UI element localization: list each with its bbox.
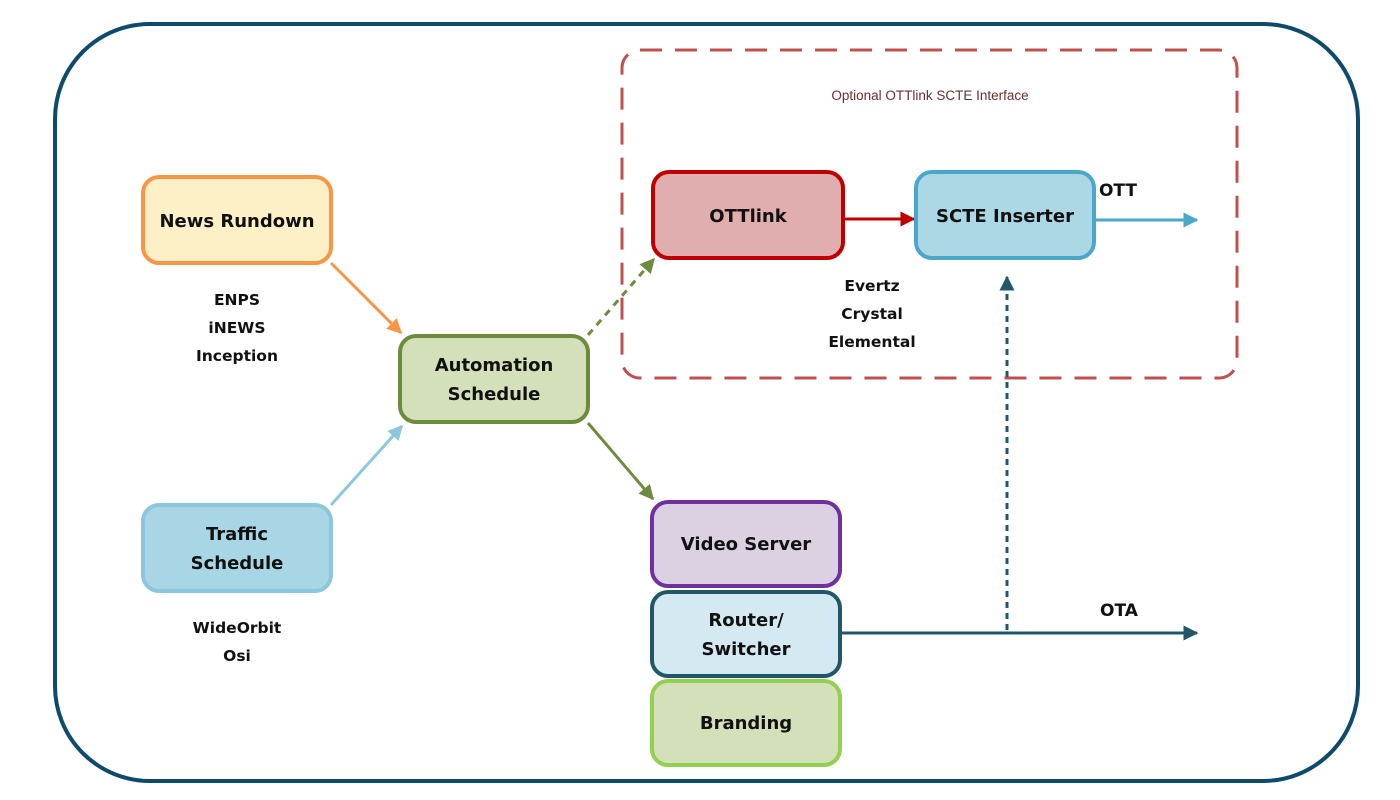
edge-automation-to-videoserver xyxy=(586,422,655,501)
caption-ottlink-vendors: Evertz Crystal Elemental xyxy=(828,277,915,351)
node-ottlink-label: OTTlink xyxy=(709,206,787,227)
caption-inews: iNEWS xyxy=(208,319,265,337)
node-router-switcher-label-1: Router/ xyxy=(708,610,784,631)
caption-inception: Inception xyxy=(196,347,278,365)
output-label-ota: OTA xyxy=(1100,601,1139,621)
optional-group-title: Optional OTTlink SCTE Interface xyxy=(831,88,1028,103)
node-news-rundown-label: News Rundown xyxy=(159,211,314,232)
node-branding-label: Branding xyxy=(700,713,792,734)
node-scte-inserter-label: SCTE Inserter xyxy=(936,206,1074,227)
node-traffic-schedule-label-2: Schedule xyxy=(191,553,284,574)
caption-wideorbit: WideOrbit xyxy=(193,619,282,637)
caption-enps: ENPS xyxy=(214,291,260,309)
node-router-switcher-label-2: Switcher xyxy=(702,639,791,660)
caption-evertz: Evertz xyxy=(844,277,899,295)
node-ottlink: OTTlink xyxy=(651,170,845,260)
node-news-rundown: News Rundown xyxy=(141,175,333,265)
node-automation-schedule-label-1: Automation xyxy=(435,355,554,376)
node-scte-inserter: SCTE Inserter xyxy=(914,170,1096,260)
output-label-ott: OTT xyxy=(1099,181,1137,201)
caption-crystal: Crystal xyxy=(841,305,903,323)
edge-traffic-to-automation xyxy=(329,424,404,507)
node-video-server-label: Video Server xyxy=(681,534,812,555)
optional-ottlink-group xyxy=(620,48,1239,380)
node-automation-schedule: Automation Schedule xyxy=(398,334,590,424)
node-router-switcher: Router/ Switcher xyxy=(650,590,842,678)
node-branding: Branding xyxy=(650,679,842,767)
caption-osi: Osi xyxy=(223,647,251,665)
edge-automation-to-ottlink xyxy=(586,257,656,336)
caption-news-systems: ENPS iNEWS Inception xyxy=(196,291,278,365)
node-traffic-schedule: Traffic Schedule xyxy=(141,503,333,593)
node-automation-schedule-label-2: Schedule xyxy=(448,384,541,405)
caption-elemental: Elemental xyxy=(828,333,915,351)
node-video-server: Video Server xyxy=(650,500,842,588)
node-traffic-schedule-label-1: Traffic xyxy=(206,524,268,545)
caption-traffic-systems: WideOrbit Osi xyxy=(193,619,282,665)
edge-news-to-automation xyxy=(329,261,403,335)
outer-frame xyxy=(53,22,1360,783)
